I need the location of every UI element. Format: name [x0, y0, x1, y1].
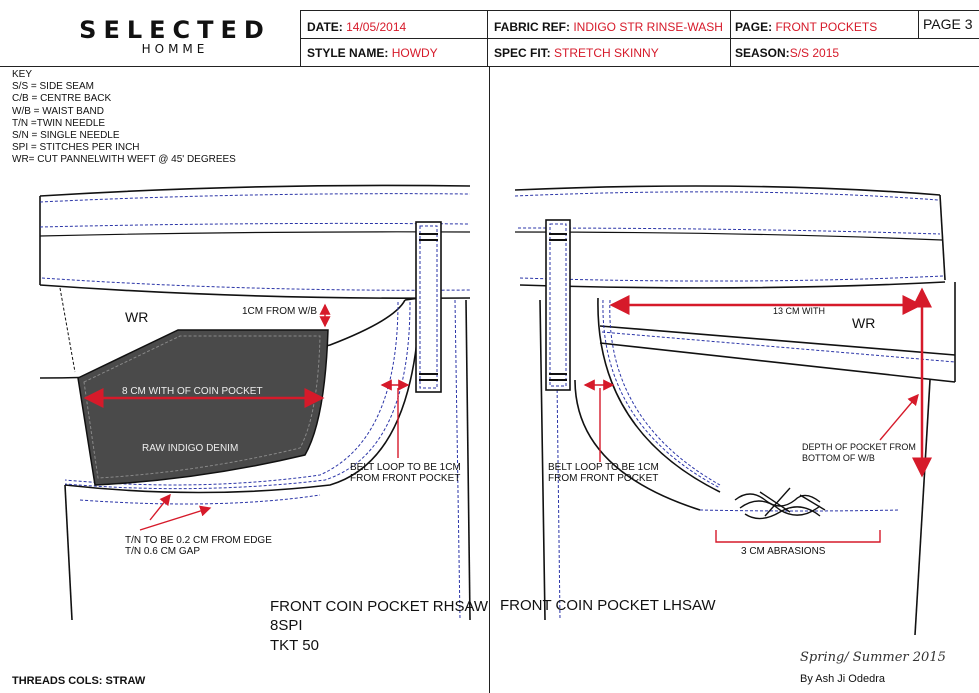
threads-colour: THREADS COLS: STRAW [12, 675, 146, 687]
key-item: C/B = CENTRE BACK [12, 93, 112, 105]
right-jeans-drawing [514, 185, 956, 636]
left-fabric: RAW INDIGO DENIM [142, 443, 239, 454]
date-field: DATE: 14/05/2014 [307, 20, 406, 34]
left-coin-width: 8 CM WITH OF COIN POCKET [122, 386, 263, 397]
right-depth-1: DEPTH OF POCKET FROM [802, 442, 916, 452]
coin-pocket [77, 329, 329, 486]
divider [300, 38, 979, 39]
left-wr-label: WR [125, 309, 149, 325]
page-label: PAGE: [735, 20, 773, 34]
fabric-value: INDIGO STR RINSE-WASH [573, 20, 723, 34]
brand-sub: HOMME [141, 42, 209, 56]
season-field: SEASON:S/S 2015 [735, 46, 839, 60]
key-item: S/S = SIDE SEAM [12, 81, 94, 93]
fit-field: SPEC FIT: STRETCH SKINNY [494, 46, 659, 60]
page-field: PAGE: FRONT POCKETS [735, 20, 877, 34]
left-belt-loop-2: FROM FRONT POCKET [350, 473, 461, 484]
left-from-wb: 1CM FROM W/B [242, 306, 317, 317]
divider [300, 10, 979, 11]
date-label: DATE: [307, 20, 343, 34]
key-legend: KEY S/S = SIDE SEAM C/B = CENTRE BACK W/… [12, 69, 236, 167]
key-item: W/B = WAIST BAND [12, 105, 104, 117]
key-item: SPI = STITCHES PER INCH [12, 142, 140, 154]
fit-value: STRETCH SKINNY [554, 46, 659, 60]
left-annotations [83, 303, 410, 531]
season-value: S/S 2015 [789, 46, 840, 60]
left-tn-1: T/N TO BE 0.2 CM FROM EDGE [125, 535, 272, 546]
left-title-1: FRONT COIN POCKET RHSAW [270, 598, 489, 615]
fabric-field: FABRIC REF: INDIGO STR RINSE-WASH [494, 20, 723, 34]
left-belt-loop-1: BELT LOOP TO BE 1CM [350, 462, 461, 473]
fabric-label: FABRIC REF: [494, 20, 570, 34]
brand-logo: SELECTED HOMME [60, 16, 290, 56]
right-annotations [583, 287, 932, 543]
brand-name: SELECTED [79, 16, 271, 44]
key-item: WR= CUT PANNELWITH WEFT @ 45' DEGREES [12, 154, 236, 166]
season-label: SEASON: [735, 46, 790, 60]
right-belt-loop-1: BELT LOOP TO BE 1CM [548, 462, 659, 473]
right-title: FRONT COIN POCKET LHSAW [500, 597, 716, 614]
style-field: STYLE NAME: HOWDY [307, 46, 438, 60]
key-title: KEY [12, 69, 33, 80]
left-title-2: 8SPI [270, 617, 303, 634]
style-value: HOWDY [391, 46, 438, 60]
key-item: S/N = SINGLE NEEDLE [12, 130, 120, 142]
date-value: 14/05/2014 [346, 20, 407, 34]
left-title-3: TKT 50 [270, 637, 319, 654]
page-value: FRONT POCKETS [775, 20, 878, 34]
right-belt-loop-2: FROM FRONT POCKET [548, 473, 659, 484]
key-item: T/N =TWIN NEEDLE [12, 117, 106, 129]
right-depth-2: BOTTOM OF W/B [802, 453, 875, 463]
designer-credit: By Ash Ji Odedra [800, 673, 885, 685]
divider [918, 10, 919, 38]
season-script: Spring/ Summer 2015 [800, 650, 946, 665]
right-width: 13 CM WITH [773, 306, 826, 316]
style-label: STYLE NAME: [307, 46, 389, 60]
left-tn-2: T/N 0.6 CM GAP [125, 546, 201, 557]
page-number: PAGE 3 [923, 16, 973, 32]
fit-label: SPEC FIT: [494, 46, 551, 60]
right-wr-label: WR [852, 315, 876, 331]
panel-divider [489, 66, 490, 693]
right-abrasions: 3 CM ABRASIONS [741, 546, 826, 557]
